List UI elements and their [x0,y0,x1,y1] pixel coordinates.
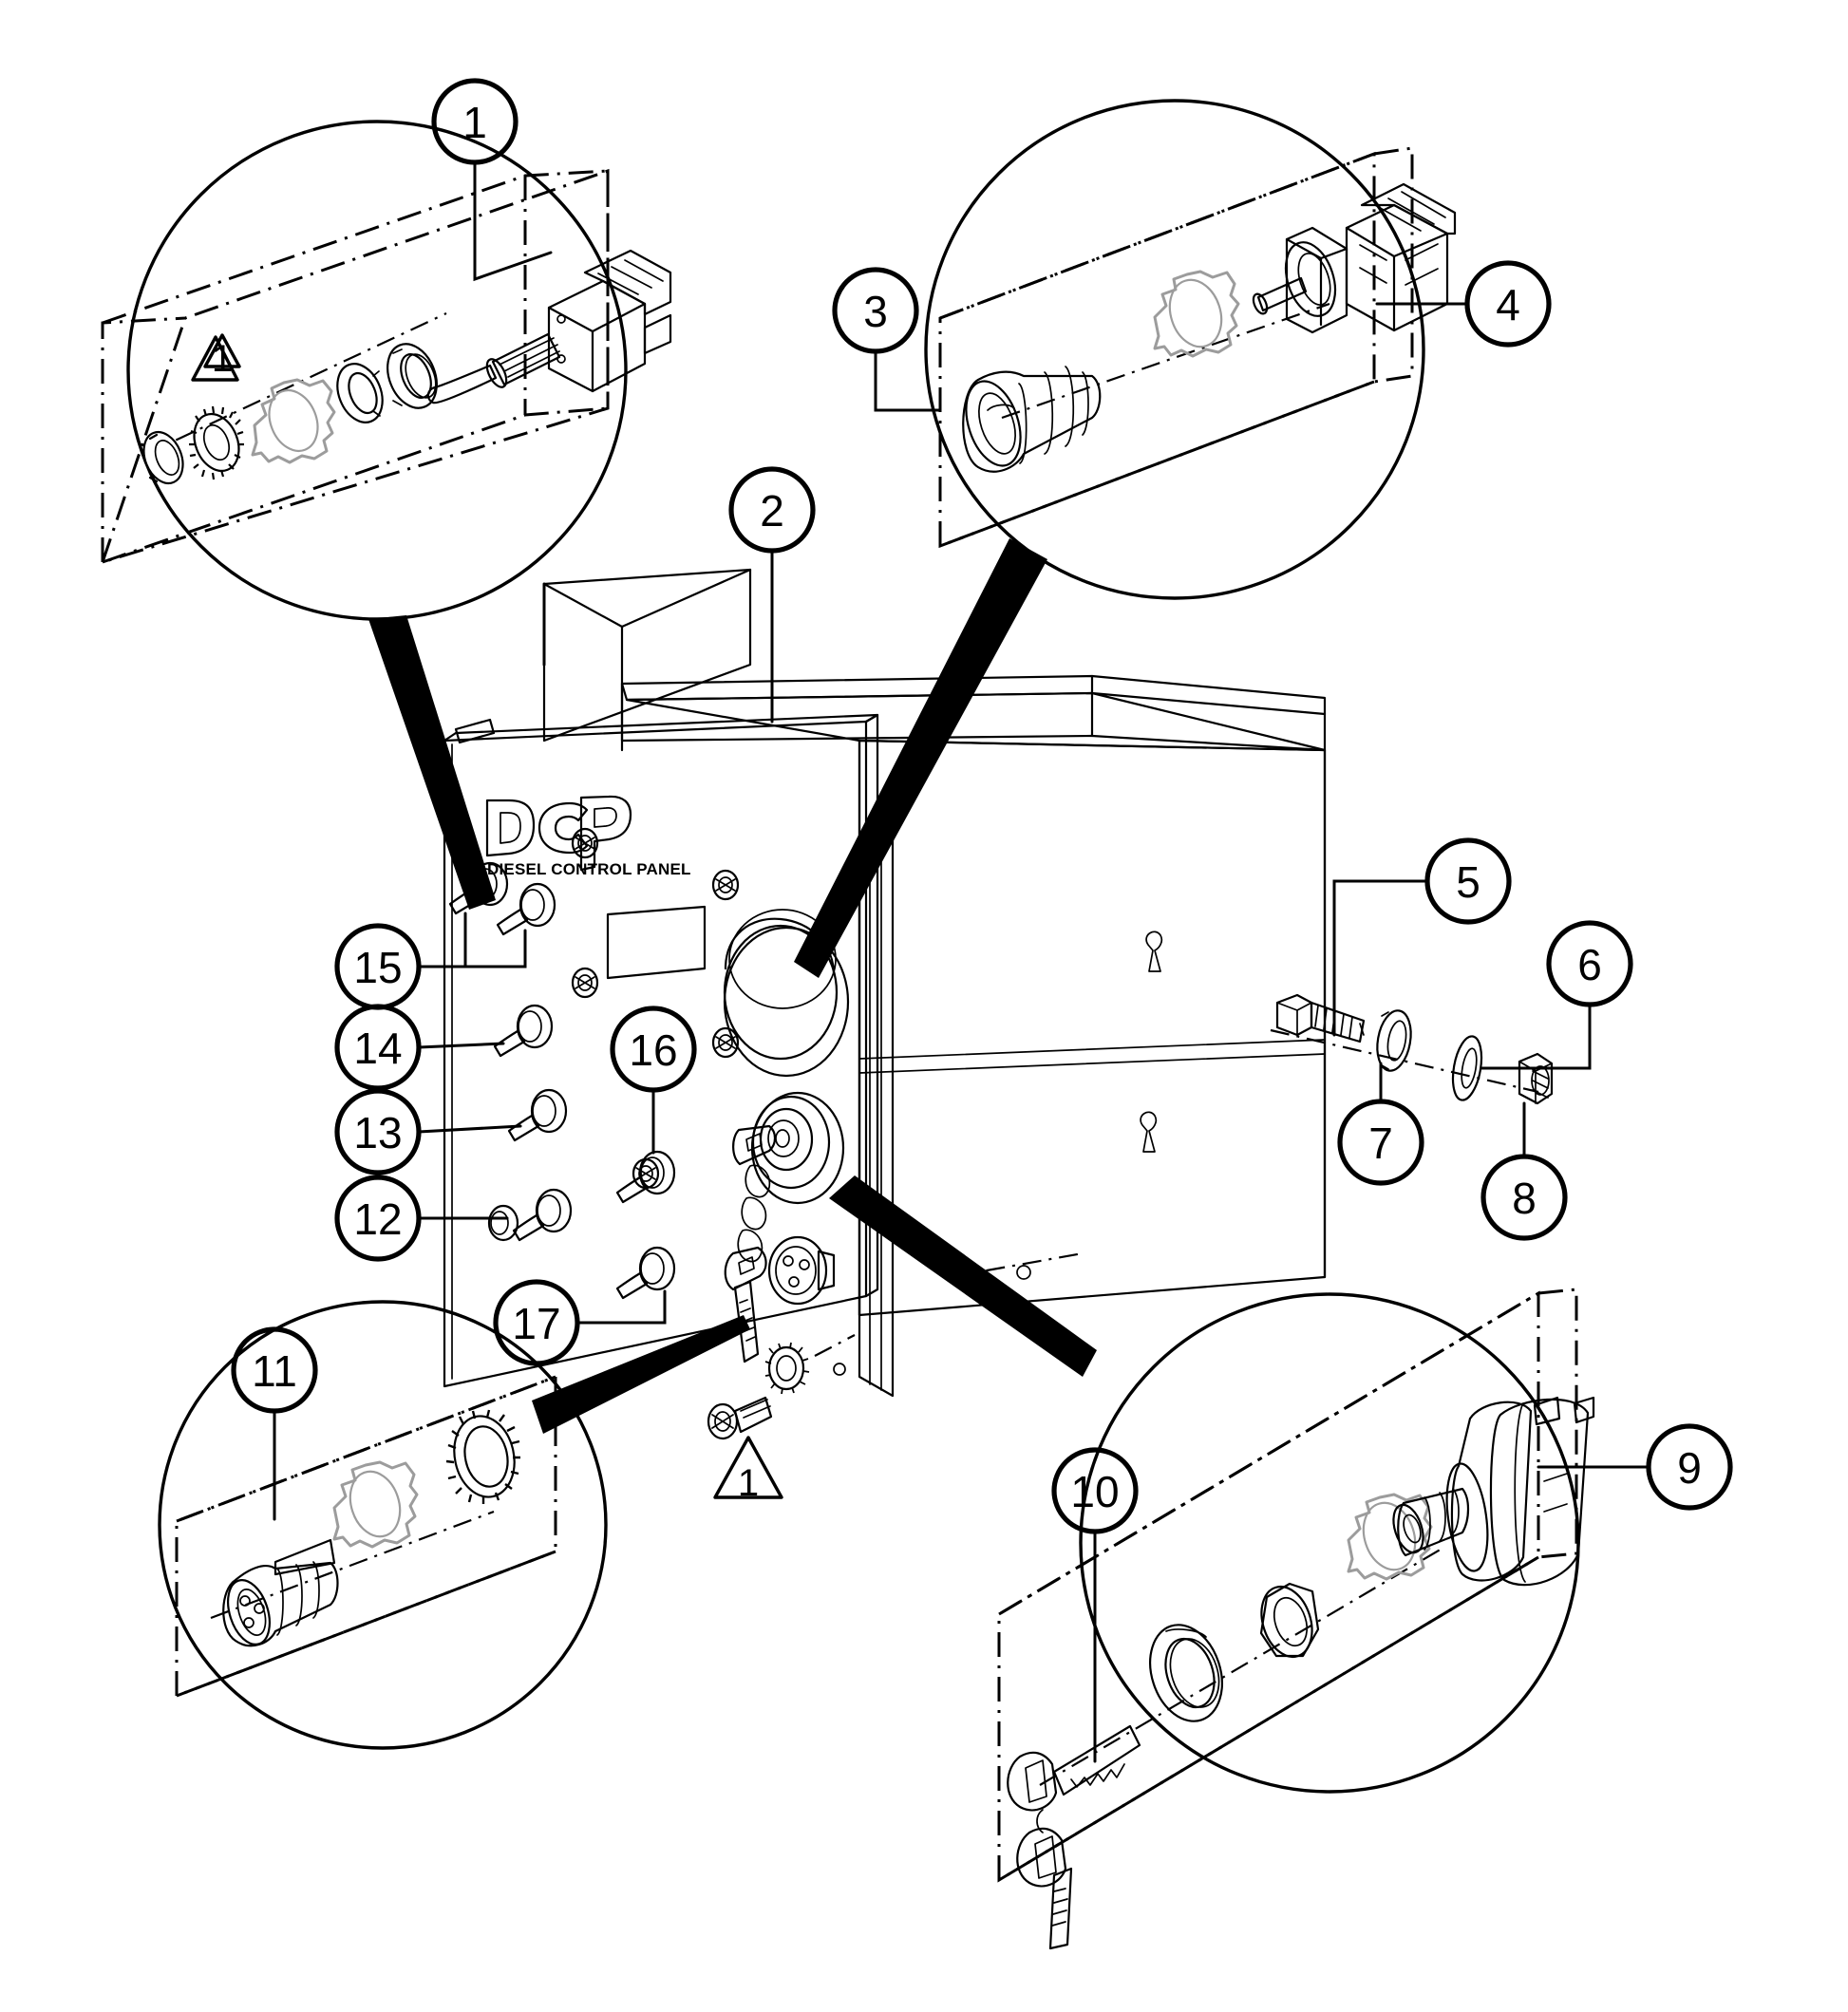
part-serrated-lock-ring [445,1409,520,1504]
callout-6-label: 6 [1577,940,1602,989]
emergency-stop-button[interactable] [723,909,850,1078]
callout-17[interactable]: 17 [493,1279,580,1366]
part-gasket-plate-detail9 [1347,1493,1433,1581]
callout-1[interactable]: 1 [431,78,519,165]
part-toggle-switch-body-detail1 [426,249,672,404]
part-ignition-switch-body [1392,1396,1595,1587]
warning-top-label: 1 [212,338,233,380]
callout-16-label: 16 [629,1025,677,1075]
panel-brand-subtitle: DIESEL CONTROL PANEL [487,860,691,878]
part-key [1007,1724,1141,1950]
part-hex-nut-detail1 [142,430,184,485]
toggle-switch-15b[interactable] [496,882,556,936]
warning-bottom-label: 1 [738,1462,759,1504]
detail-view-connector [158,1300,608,1750]
part-retaining-ring-detail1 [336,363,384,423]
callout-15-label: 15 [353,943,402,992]
warning-labels: 1 1 [212,338,759,1504]
part-gasket-plate-detail3 [1153,270,1240,358]
callout-15[interactable]: 15 [334,923,422,1010]
part-lamp-lens-bezel [962,366,1102,473]
callout-14-label: 14 [353,1024,402,1073]
detail-view-lamp-assembly [874,99,1469,600]
callout-6[interactable]: 6 [1546,920,1633,1007]
callout-7[interactable]: 7 [1337,1099,1424,1186]
toggle-switch-12[interactable] [512,1188,573,1242]
callout-5-label: 5 [1456,857,1480,907]
warning-triangle-icon [191,335,239,382]
callout-2[interactable]: 2 [728,466,816,554]
part-hex-lock-nut-detail10 [1259,1582,1320,1659]
callout-12-label: 12 [353,1194,402,1244]
callout-4-label: 4 [1496,280,1520,329]
detail-pointer-wedges [368,538,1097,1434]
part-hex-nut [1518,1052,1554,1105]
panel-connector-3pin [767,1235,836,1306]
callout-3[interactable]: 3 [832,267,919,354]
part-gasket-plate-detail1 [251,378,336,464]
part-flat-washer [1451,1035,1483,1101]
warning-triangle-top [203,333,241,368]
callout-8[interactable]: 8 [1480,1154,1568,1241]
callout-14[interactable]: 14 [334,1004,422,1091]
callout-2-label: 2 [760,486,784,536]
panel-brand-subtitle-text: DIESEL CONTROL PANEL [487,860,691,878]
panel-display-window [606,905,707,980]
part-star-lock-washer-detail1 [189,405,244,480]
part-gasket-plate-detail11 [332,1460,419,1549]
callout-5[interactable]: 5 [1424,837,1512,925]
callout-3-label: 3 [863,287,888,336]
part-lock-washer [1376,1009,1412,1072]
warning-triangle-bottom [713,1436,783,1499]
cabinet-latch-upper [1145,931,1163,972]
callout-9-label: 9 [1677,1443,1702,1493]
panel-brand-logo: DIESEL CONTROL PANEL [485,795,691,878]
callout-17-label: 17 [512,1299,560,1348]
callout-12[interactable]: 12 [334,1175,422,1262]
part-connector-receptacle [222,1538,339,1647]
callout-7-label: 7 [1368,1119,1393,1168]
callout-10-label: 10 [1070,1467,1119,1516]
callout-8-label: 8 [1512,1174,1537,1223]
callout-10[interactable]: 10 [1051,1447,1139,1534]
toggle-bushing-12 [487,1204,519,1242]
loose-screw-assembly [707,1396,773,1440]
callout-9[interactable]: 9 [1646,1423,1733,1511]
callout-16[interactable]: 16 [610,1006,697,1093]
star-washer-loose [764,1334,856,1395]
key-with-chain [724,1124,777,1363]
detail-view-toggle-switch [100,120,672,621]
callout-1-label: 1 [462,98,487,147]
callout-bubbles: 1 2 3 4 5 [231,78,1733,1534]
callout-13[interactable]: 13 [334,1088,422,1175]
callout-11[interactable]: 11 [231,1326,318,1414]
toggle-switch-14[interactable] [493,1004,554,1058]
toggle-switch-17[interactable] [615,1246,676,1300]
callout-13-label: 13 [353,1108,402,1157]
toggle-switch-13[interactable] [507,1088,568,1142]
part-hex-bolt [1275,993,1366,1044]
main-enclosure-cabinet: DIESEL CONTROL PANEL [443,568,1327,1499]
detail-view-key-switch [997,1288,1650,1950]
cabinet-latch-lower [1140,1111,1158,1153]
callout-11-label: 11 [252,1346,297,1396]
part-spacer-ring [1149,1624,1223,1722]
toggle-switch-16[interactable] [615,1150,676,1204]
hardware-fastener-stack [1270,879,1592,1158]
callout-4[interactable]: 4 [1464,260,1552,348]
panel-key-switch[interactable] [750,1091,845,1205]
part-contact-block [1252,182,1457,334]
